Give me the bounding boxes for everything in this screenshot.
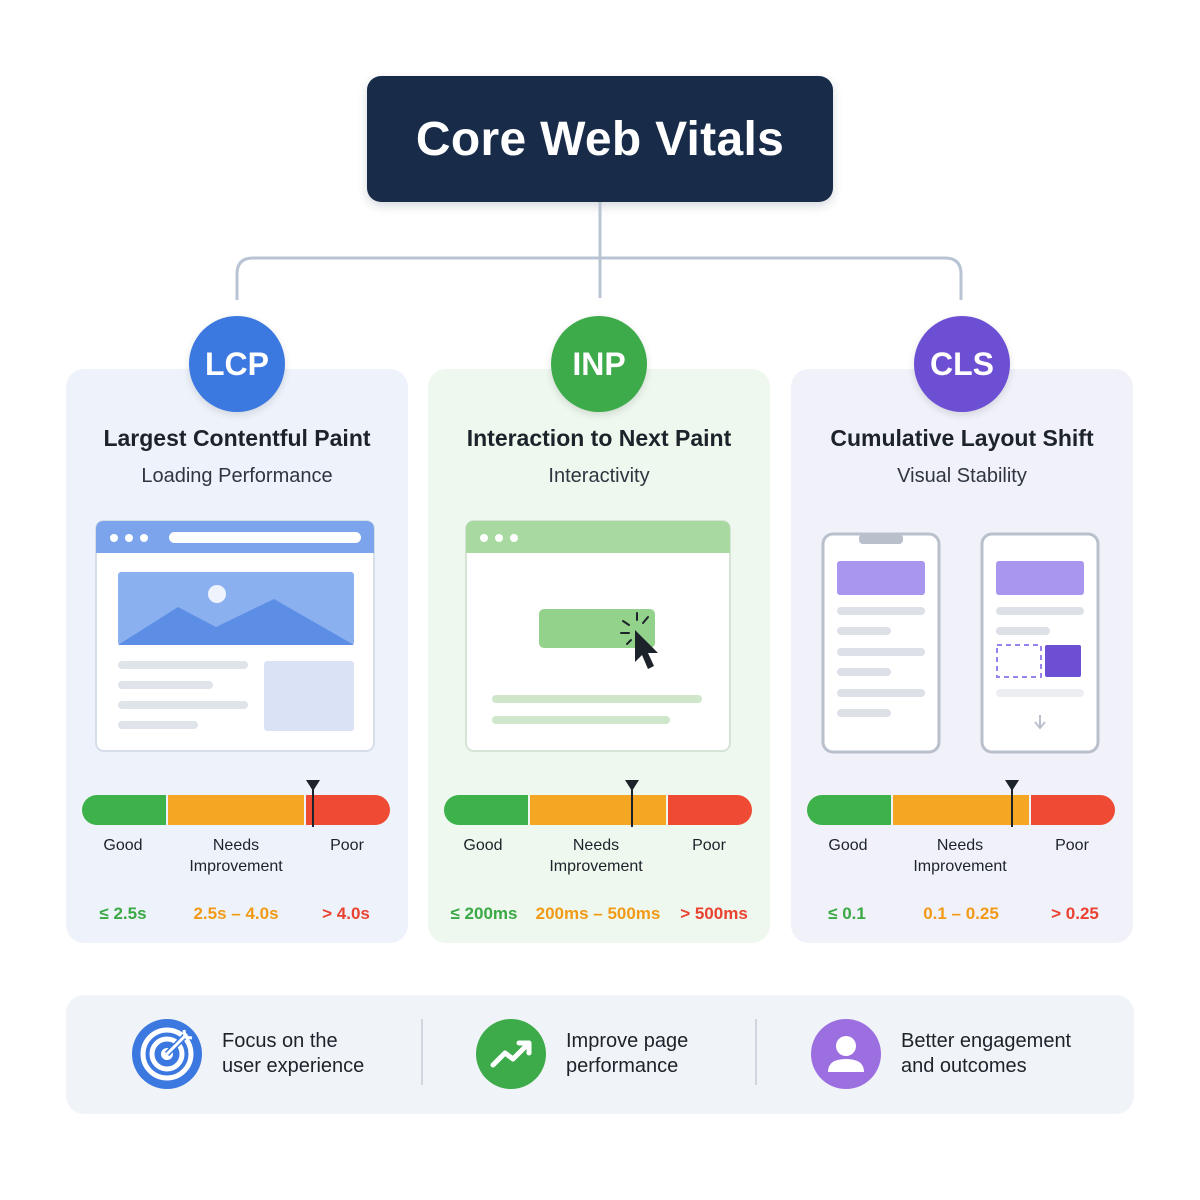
meter-needs-segment <box>530 795 666 825</box>
label-needs-line1: Needs <box>936 837 984 854</box>
benefit-text: Better engagement and outcomes <box>901 1029 1101 1079</box>
footer-divider <box>421 1019 423 1085</box>
threshold-good: ≤ 2.5s <box>99 904 147 923</box>
benefit-text: Improve page performance <box>566 1029 766 1079</box>
benefit-text: Focus on the user experience <box>222 1029 422 1079</box>
benefit-line2: and outcomes <box>901 1055 1027 1077</box>
threshold-poor: > 0.25 <box>1051 904 1099 923</box>
user-icon <box>811 1019 881 1089</box>
connector-branch <box>235 256 963 300</box>
label-needs-line1: Needs <box>212 837 260 854</box>
label-needs-line2: Improvement <box>913 858 1007 875</box>
benefits-footer: Focus on the user experience Improve pag… <box>66 995 1134 1114</box>
layout-shift-illustration <box>821 532 1100 754</box>
benefit-line1: Focus on the <box>222 1030 338 1052</box>
label-needs-improvement: Needs Improvement <box>895 835 1025 877</box>
benefit-user-experience: Focus on the user experience <box>132 1019 422 1089</box>
threshold-needs: 0.1 – 0.25 <box>923 904 999 923</box>
footer-divider <box>755 1019 757 1085</box>
label-poor: Poor <box>1055 837 1089 854</box>
meter-poor-segment <box>1031 795 1115 825</box>
metric-category: Loading Performance <box>141 465 333 487</box>
threshold-good: ≤ 0.1 <box>828 904 866 923</box>
label-needs-improvement: Needs Improvement <box>531 835 661 877</box>
meter-poor-segment <box>668 795 752 825</box>
metric-name: Cumulative Layout Shift <box>830 425 1094 451</box>
meter-good-segment <box>82 795 166 825</box>
meter-indicator-icon <box>306 780 320 827</box>
target-icon <box>132 1019 202 1089</box>
benefit-line2: user experience <box>222 1055 365 1077</box>
label-needs-line2: Improvement <box>549 858 643 875</box>
meter-good-segment <box>807 795 891 825</box>
browser-image-illustration <box>95 520 375 752</box>
trending-up-icon <box>476 1019 546 1089</box>
lcp-badge: LCP <box>189 316 285 412</box>
metric-card-lcp: Largest Contentful Paint Loading Perform… <box>66 369 408 943</box>
label-poor: Poor <box>330 837 364 854</box>
threshold-poor: > 4.0s <box>322 904 370 923</box>
metric-name: Interaction to Next Paint <box>466 425 732 451</box>
meter-needs-segment <box>893 795 1029 825</box>
benefit-line1: Improve page <box>566 1030 689 1052</box>
connector-lines <box>235 202 963 300</box>
threshold-meter <box>444 779 752 879</box>
benefit-engagement: Better engagement and outcomes <box>811 1019 1101 1089</box>
cls-badge: CLS <box>914 316 1010 412</box>
meter-indicator-icon <box>1005 780 1019 827</box>
meter-good-segment <box>444 795 528 825</box>
meter-needs-segment <box>168 795 304 825</box>
threshold-meter <box>807 779 1115 879</box>
benefit-line1: Better engagement <box>901 1030 1072 1052</box>
threshold-poor: > 500ms <box>680 904 748 923</box>
label-needs-improvement: Needs Improvement <box>171 835 301 877</box>
benefit-performance: Improve page performance <box>476 1019 766 1089</box>
meter-indicator-icon <box>625 780 639 827</box>
diagram-title-box: Core Web Vitals <box>367 76 833 202</box>
metric-category: Interactivity <box>548 465 650 487</box>
metric-card-inp: Interaction to Next Paint Interactivity … <box>428 369 770 943</box>
meter-poor-segment <box>306 795 390 825</box>
label-good: Good <box>463 837 503 854</box>
threshold-needs: 2.5s – 4.0s <box>193 904 279 923</box>
inp-badge: INP <box>551 316 647 412</box>
label-needs-line2: Improvement <box>189 858 283 875</box>
benefit-line2: performance <box>566 1055 679 1077</box>
metric-category: Visual Stability <box>897 465 1027 487</box>
browser-click-illustration <box>465 520 731 752</box>
label-poor: Poor <box>692 837 726 854</box>
label-good: Good <box>828 837 868 854</box>
threshold-meter <box>82 779 390 879</box>
threshold-needs: 200ms – 500ms <box>535 904 661 923</box>
threshold-good: ≤ 200ms <box>450 904 518 923</box>
metric-name: Largest Contentful Paint <box>103 425 371 451</box>
label-good: Good <box>103 837 143 854</box>
label-needs-line1: Needs <box>572 837 620 854</box>
metric-card-cls: Cumulative Layout Shift Visual Stability… <box>791 369 1133 943</box>
diagram-title: Core Web Vitals <box>415 112 785 166</box>
